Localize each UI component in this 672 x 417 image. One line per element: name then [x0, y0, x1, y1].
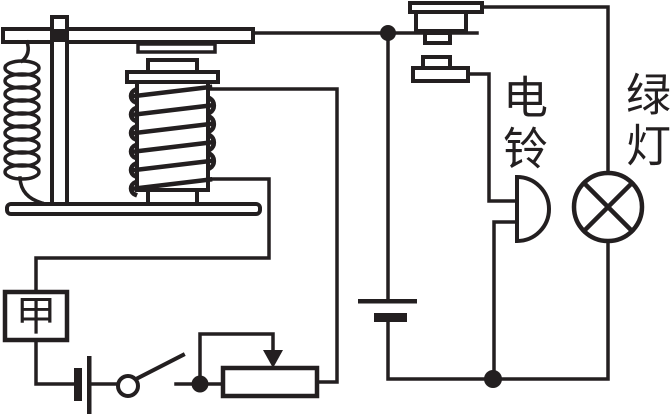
wire-coil-bottom-to-sensor: [34, 177, 271, 295]
upper-contact-block: [414, 10, 468, 33]
coil-windings: [128, 84, 217, 198]
electric-bell-label: 电铃: [496, 74, 546, 176]
relay-contacts: [408, 1, 484, 83]
winding-bump-left: [128, 87, 138, 105]
switch-pivot: [116, 374, 140, 398]
battery-plate-short: [374, 313, 407, 322]
sensor-box-label: 甲: [15, 292, 57, 339]
junction-dots: [191, 25, 502, 393]
winding-line: [132, 102, 213, 118]
junction-dot: [484, 370, 502, 388]
winding-bump-left: [128, 142, 138, 161]
winding-bump-left: [128, 105, 138, 124]
slider-arrow-icon: [263, 350, 283, 368]
sensor-box: [2, 289, 70, 343]
base-plate: [5, 202, 262, 216]
winding-bump-right: [206, 132, 217, 153]
switch-lever: [133, 352, 186, 382]
relay-assembly: [1, 15, 262, 216]
battery-plate-short: [74, 368, 82, 401]
spring-top-hook: [19, 39, 30, 64]
green-lamp-label: 绿灯: [619, 71, 669, 173]
battery-control-icon: [74, 356, 92, 414]
winding-bump-right: [206, 150, 217, 172]
support-post: [50, 15, 69, 207]
wire-coil-top-to-rheostat: [208, 87, 339, 384]
lamp-cross: [580, 179, 636, 235]
wire-sensor-to-battery: [34, 337, 76, 386]
electromagnet-coil: [125, 58, 220, 206]
lower-contact-bar: [411, 66, 470, 83]
battery-plate-long: [87, 356, 92, 414]
battery-plate-long: [358, 299, 417, 304]
winding-line: [132, 84, 213, 99]
rheostat-body: [220, 365, 320, 399]
wire-bell-to-bottom: [492, 220, 519, 381]
armature-bar: [1, 27, 255, 44]
pivot-block: [52, 29, 67, 42]
battery-main-icon: [358, 299, 417, 322]
spring-coil: [3, 163, 41, 181]
winding-line: [132, 176, 213, 192]
junction-dot: [191, 375, 209, 393]
winding-bump-right: [206, 113, 217, 135]
bell-icon: [515, 174, 551, 244]
armature-iron-plate: [136, 42, 217, 54]
wire-battery-bottom-to-lamp: [386, 240, 610, 381]
winding-bump-left: [128, 124, 138, 142]
spring-icon: [3, 39, 45, 206]
upper-contact-stub: [423, 31, 452, 45]
coil-body: [135, 80, 210, 192]
winding-line: [132, 121, 213, 136]
wire-junction-to-slider: [198, 332, 275, 382]
bell-body: [515, 174, 551, 244]
lamp-icon: [571, 170, 645, 244]
switch-icon: [116, 352, 186, 398]
winding-bump-left: [128, 161, 138, 179]
coil-bottom-block: [146, 188, 199, 206]
rheostat-icon: [220, 350, 320, 399]
winding-line: [132, 158, 213, 173]
wire-upper-contact-to-lamp: [480, 5, 610, 176]
winding-bump-right: [206, 95, 217, 116]
winding-bump-left: [128, 179, 138, 198]
wire-lower-contact-to-bell: [466, 72, 519, 203]
winding-line: [132, 139, 213, 155]
spring-bottom-hook: [18, 176, 45, 206]
junction-dot: [380, 25, 396, 41]
